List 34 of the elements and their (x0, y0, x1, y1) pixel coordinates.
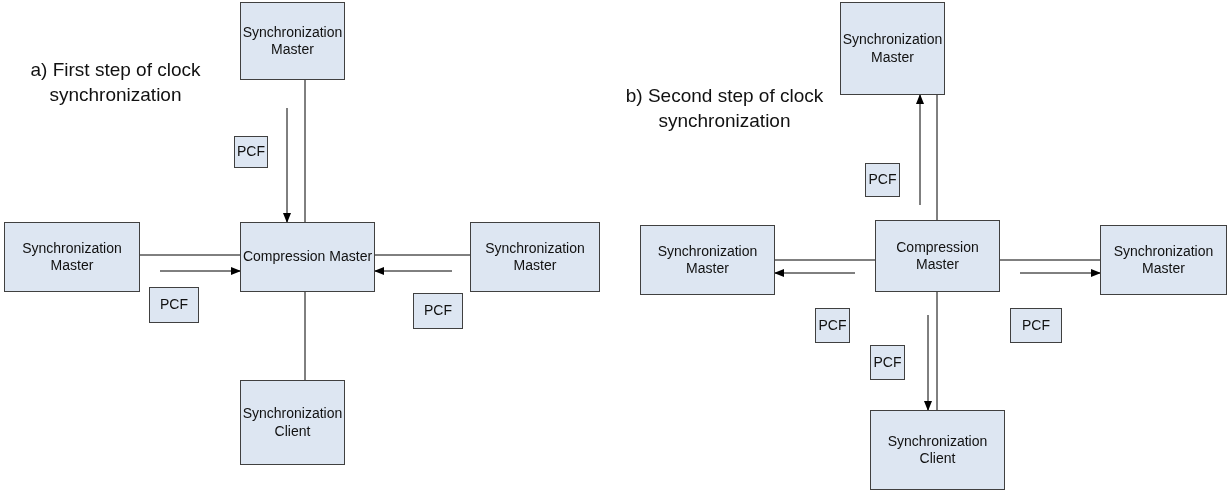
process-box: Synchronization Master (470, 222, 600, 292)
process-box: Compression Master (240, 222, 375, 292)
process-box: Synchronization Client (240, 380, 345, 465)
arrow (159, 267, 241, 275)
connector-line (936, 94, 938, 221)
process-box: Synchronization Master (840, 2, 945, 95)
arrow (374, 267, 453, 275)
message-box: PCF (149, 287, 199, 323)
arrow (916, 94, 924, 206)
arrow (774, 269, 856, 277)
process-box: Compression Master (875, 220, 1000, 292)
process-box: Synchronization Master (240, 2, 345, 80)
process-box: Synchronization Master (4, 222, 140, 292)
connector-line (936, 291, 938, 411)
message-box: PCF (1010, 308, 1062, 343)
message-box: PCF (865, 163, 900, 197)
arrow (283, 107, 291, 223)
connector-line (304, 291, 306, 381)
connector-line (774, 259, 876, 261)
message-box: PCF (234, 136, 268, 168)
message-box: PCF (870, 345, 905, 380)
panel-title: a) First step of clock synchronization (29, 58, 202, 107)
connector-line (304, 79, 306, 223)
panel-title: b) Second step of clock synchronization (624, 84, 825, 133)
process-box: Synchronization Master (1100, 225, 1227, 295)
connector-line (374, 254, 471, 256)
process-box: Synchronization Master (640, 225, 775, 295)
arrow (1019, 269, 1101, 277)
arrow (924, 314, 932, 411)
connector-line (139, 254, 241, 256)
connector-line (999, 259, 1101, 261)
process-box: Synchronization Client (870, 410, 1005, 490)
message-box: PCF (815, 308, 850, 343)
message-box: PCF (413, 293, 463, 329)
